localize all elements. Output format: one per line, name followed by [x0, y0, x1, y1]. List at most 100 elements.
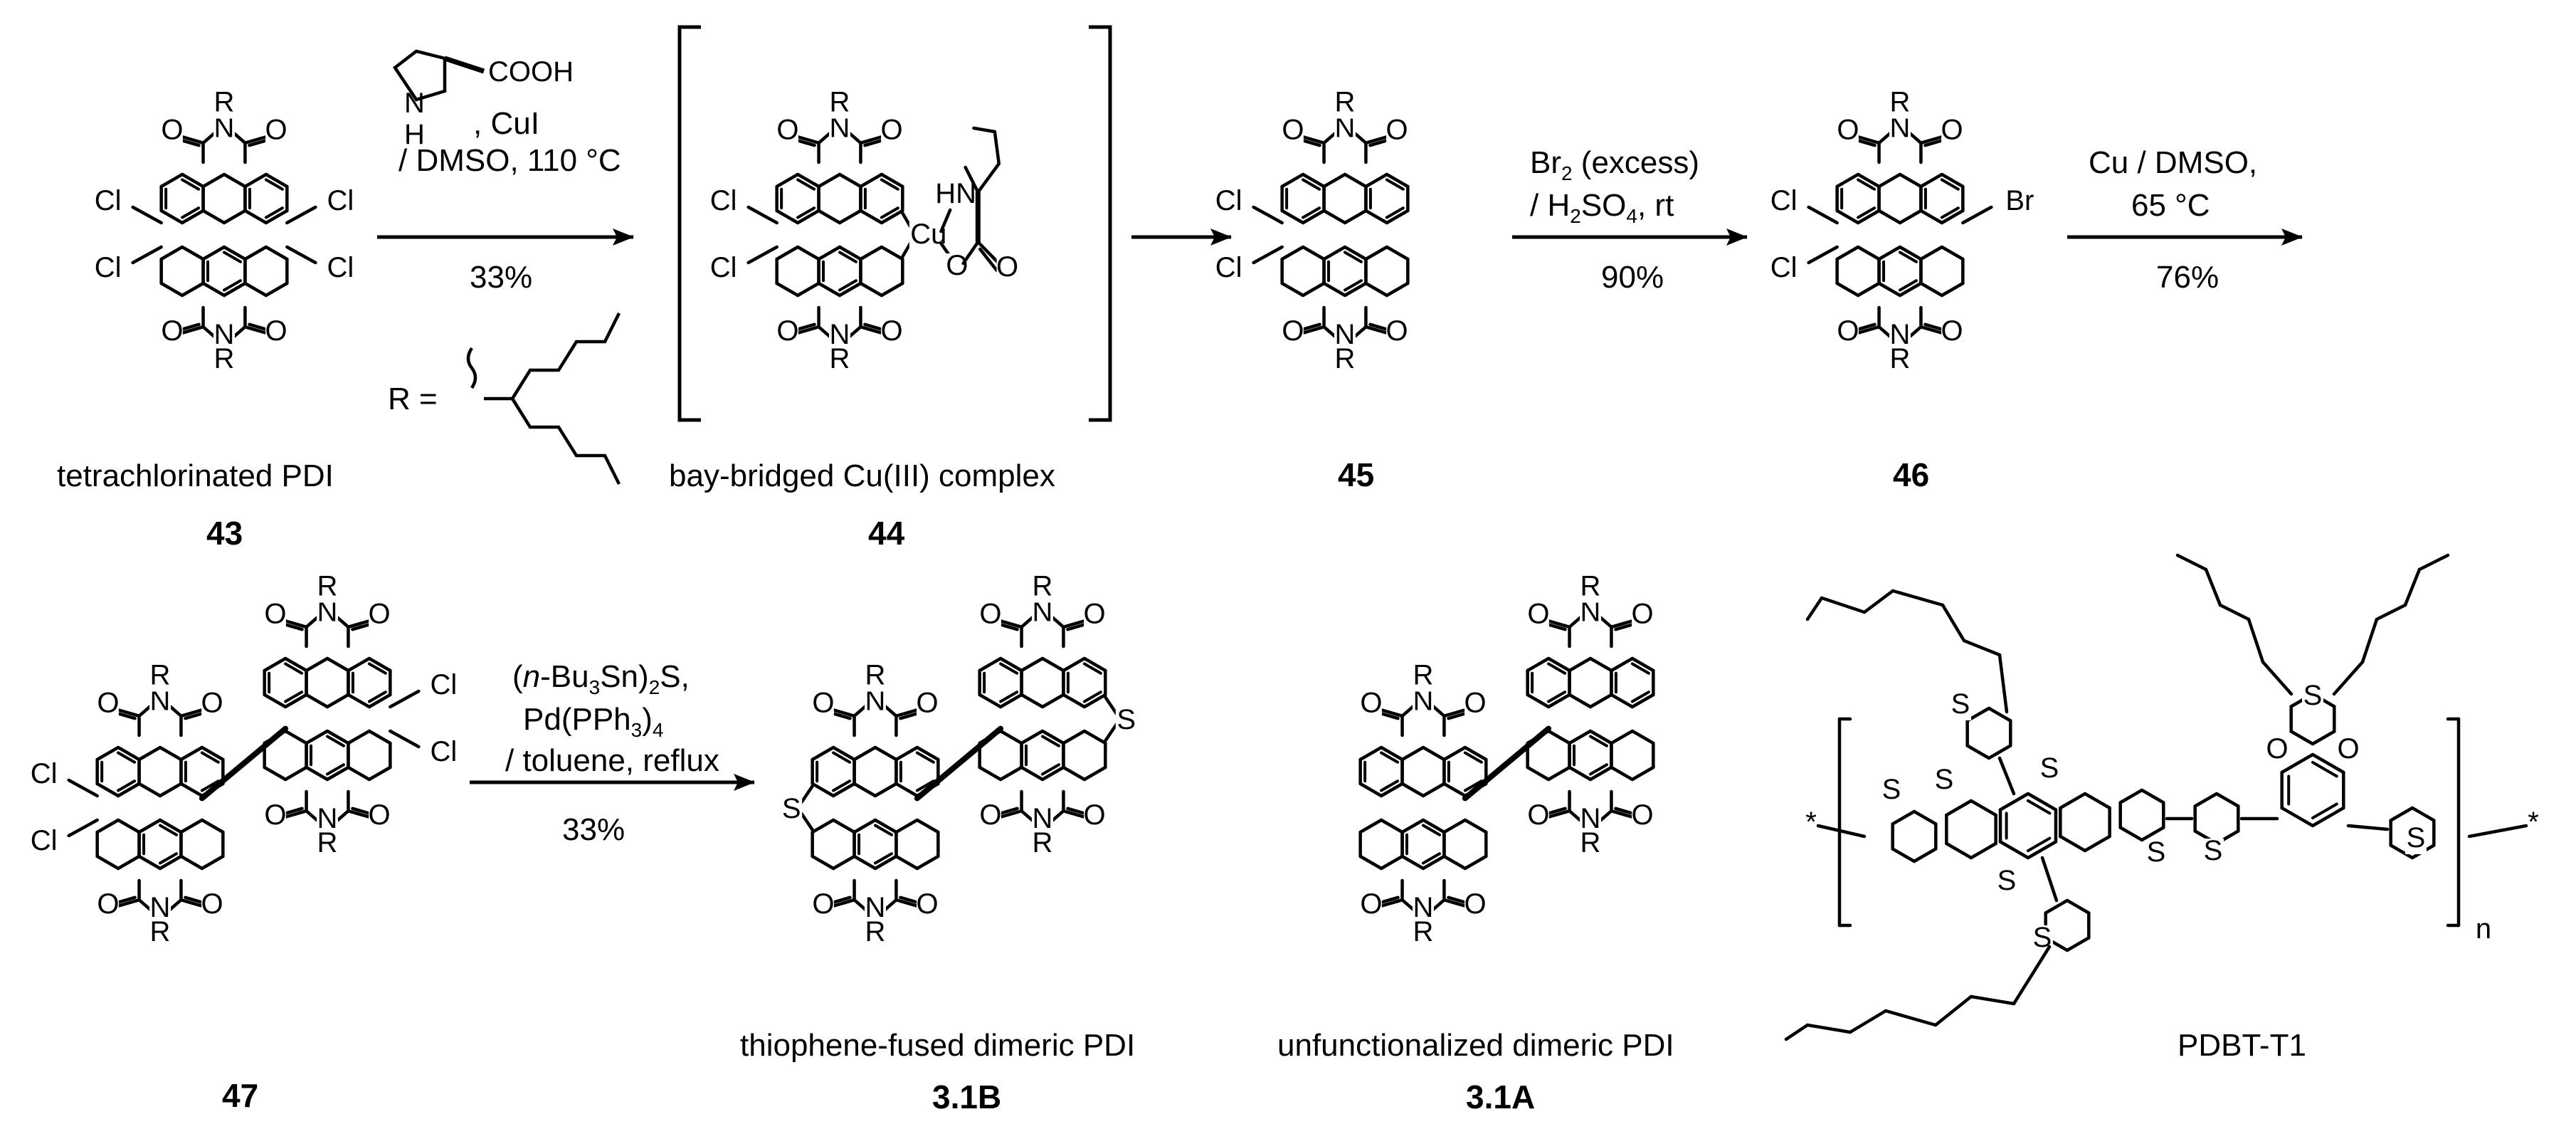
bond	[2289, 730, 2315, 746]
bond	[831, 854, 856, 871]
bond	[305, 693, 329, 709]
bond	[1380, 779, 1400, 792]
bond	[832, 751, 852, 764]
bond	[367, 662, 387, 675]
atom-label-bg	[201, 690, 223, 720]
atom-label-bg	[1386, 117, 1408, 147]
atom-label-bg	[201, 891, 223, 920]
bond	[831, 782, 856, 798]
step3-line2: / H2SO4, rt	[1530, 188, 1674, 227]
bond	[880, 245, 904, 261]
bond	[1364, 172, 1389, 189]
bond	[1062, 765, 1087, 782]
bond	[1344, 251, 1363, 263]
atom-label-bg	[946, 253, 968, 282]
bond	[222, 209, 247, 225]
number-3-1B: 3.1B	[932, 1078, 1001, 1115]
bond	[2204, 567, 2222, 607]
step1-proline	[392, 49, 485, 102]
bond	[116, 782, 141, 798]
bond	[325, 656, 350, 673]
atom-label-bg	[2266, 737, 2288, 765]
carbonyl-o: O	[1632, 599, 1654, 630]
atom-label-bg	[317, 599, 338, 629]
bond	[1884, 1009, 1938, 1027]
imide-n: N	[1890, 319, 1911, 350]
atom-label-bg	[1464, 690, 1487, 720]
bond	[811, 818, 835, 834]
carbonyl-o: O	[917, 888, 939, 920]
bond	[2083, 834, 2111, 853]
bond	[2140, 788, 2165, 804]
atom-label-bg	[704, 256, 743, 284]
bond	[1385, 245, 1410, 261]
bond	[1082, 765, 1107, 782]
bond	[1422, 824, 1441, 836]
bond	[283, 693, 308, 709]
bond	[915, 779, 935, 792]
atom-label-bg	[1527, 602, 1549, 631]
bond	[199, 725, 289, 802]
r-group: R	[830, 343, 850, 374]
bond	[1987, 744, 2012, 760]
bond	[285, 245, 317, 265]
r-definition: R =	[388, 382, 438, 416]
bond	[1463, 751, 1483, 764]
bond	[1630, 656, 1655, 673]
end-star: *	[1805, 807, 1817, 838]
number-43: 43	[206, 515, 243, 552]
atom-label-bg	[812, 891, 834, 920]
bond	[1020, 729, 1045, 745]
bond	[1568, 656, 1593, 673]
bond	[200, 745, 225, 762]
bond	[1891, 847, 1916, 863]
atom-label-bg	[24, 829, 63, 857]
bond	[222, 281, 247, 298]
number-44: 44	[868, 515, 905, 552]
atom-label-bg	[2202, 839, 2224, 867]
bond	[284, 690, 304, 703]
bond	[1385, 281, 1410, 298]
bond	[283, 729, 308, 745]
bond	[1385, 172, 1410, 189]
bond	[2332, 660, 2365, 696]
atom-label-bg	[936, 182, 976, 210]
bond	[978, 693, 1003, 709]
bond	[1547, 690, 1567, 703]
bond	[1358, 782, 1383, 798]
atom-label-bg	[812, 690, 834, 720]
atom-label-bg	[1084, 802, 1106, 831]
bond	[347, 693, 371, 709]
bond	[2059, 792, 2087, 810]
carbonyl-o: O	[265, 315, 287, 347]
bond	[1040, 693, 1065, 709]
proline-h: H	[404, 119, 425, 150]
imide-n: N	[830, 319, 850, 350]
r-group: R	[1580, 827, 1601, 858]
bond	[158, 818, 183, 834]
atom-label-bg	[1580, 807, 1601, 835]
thiophene-s: S	[2147, 836, 2166, 868]
proline-nh: HN	[935, 178, 976, 209]
bond	[796, 172, 820, 189]
atom-label-bg	[1282, 318, 1304, 347]
bond	[158, 782, 183, 798]
bond	[1997, 756, 2016, 796]
bond	[1857, 178, 1876, 191]
bond	[243, 245, 268, 261]
atom-label-bg	[1527, 802, 1549, 831]
bond	[1322, 172, 1347, 189]
bond	[179, 782, 204, 798]
step1-solvent: / DMSO, 110 °C	[398, 143, 621, 178]
bond	[1062, 693, 1087, 709]
bond	[2065, 936, 2091, 952]
carbonyl-o: O	[1084, 799, 1106, 831]
carbonyl-o: O	[1837, 115, 1859, 146]
bond	[2311, 730, 2336, 746]
atom-label-bg	[1889, 115, 1911, 145]
bond	[2040, 856, 2059, 903]
bond	[95, 782, 120, 798]
